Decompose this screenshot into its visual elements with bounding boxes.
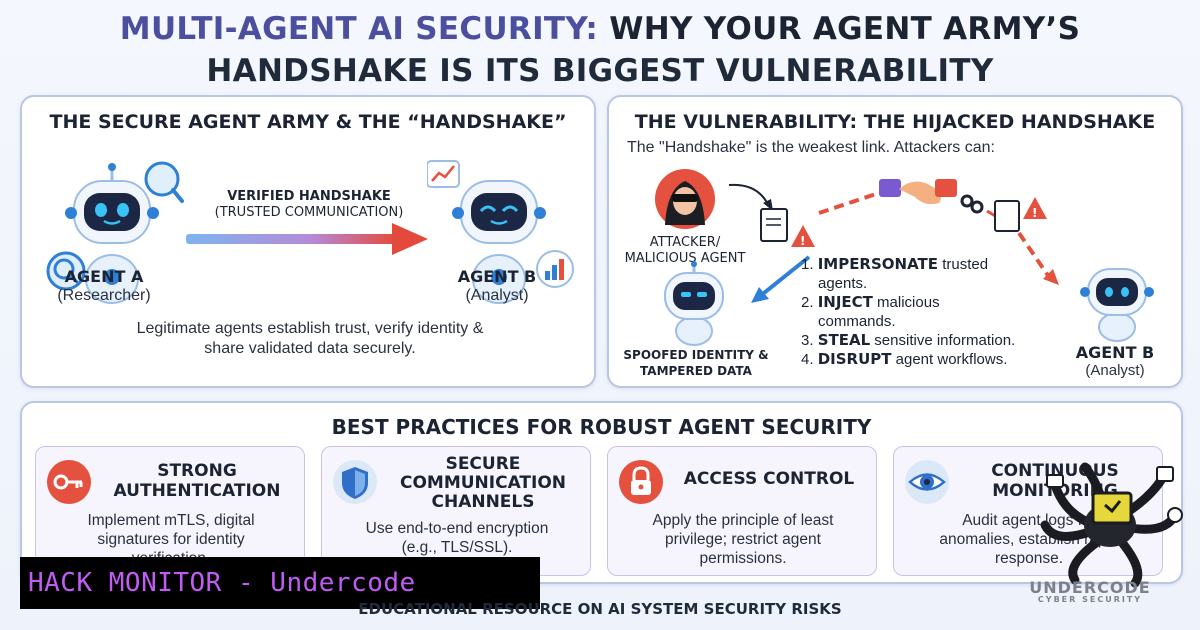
agent-b-target-robot-icon [1080, 268, 1154, 342]
secure-description: Legitimate agents establish trust, verif… [136, 320, 484, 357]
threat-item: 1. IMPERSONATE trusted [801, 255, 989, 273]
hack-monitor-watermark: HACK MONITOR - Undercode [20, 557, 540, 609]
key-icon [47, 460, 91, 504]
brand-name: UNDERCODE [1029, 578, 1151, 597]
attacker-label: ATTACKER/ MALICIOUS AGENT [624, 235, 746, 266]
hijacked-handshake-diagram: ! ! [728, 179, 1059, 303]
page-title: MULTI-AGENT AI SECURITY: WHY YOUR AGENT … [0, 8, 1200, 92]
vulnerability-panel: THE VULNERABILITY: THE HIJACKED HANDSHAK… [607, 95, 1183, 388]
shield-icon [333, 460, 377, 504]
svg-text:!: ! [1032, 206, 1037, 220]
title-rest: WHY YOUR AGENT ARMY’S [598, 11, 1081, 47]
agent-b-robot-icon [427, 160, 574, 304]
vulnerability-intro: The "Handshake" is the weakest link. Att… [627, 139, 995, 156]
best-practices-title: BEST PRACTICES FOR ROBUST AGENT SECURITY [331, 415, 872, 439]
threat-item: 3. STEAL sensitive information. [801, 331, 1016, 349]
spoofed-identity-label: SPOOFED IDENTITY & TAMPERED DATA [623, 348, 769, 378]
brand-tagline: CYBER SECURITY [1037, 595, 1143, 604]
agent-b-name: AGENT B [457, 267, 537, 286]
vuln-agent-b-role: (Analyst) [1085, 362, 1145, 379]
spoofed-agent-robot-icon [664, 261, 724, 346]
practice-card-access-control: ACCESS CONTROL Apply the principle of le… [607, 446, 877, 576]
vuln-agent-b-name: AGENT B [1075, 343, 1155, 362]
eye-icon [905, 460, 949, 504]
attacker-hacker-icon [655, 169, 715, 229]
verified-handshake-arrow [186, 223, 428, 255]
threat-item: 2. INJECT malicious [801, 293, 940, 311]
card-title: ACCESS CONTROL [683, 469, 855, 489]
footer-text: EDUCATIONAL RESOURCE ON AI SYSTEM SECURI… [358, 600, 842, 618]
secure-agent-panel: THE SECURE AGENT ARMY & THE “HANDSHAKE” … [20, 95, 596, 388]
agent-a-name: AGENT A [64, 267, 144, 286]
card-title: STRONG AUTHENTICATION [113, 461, 281, 501]
card-description: Use end-to-end encryption (e.g., TLS/SSL… [365, 520, 549, 556]
undercode-octopus-logo-icon [1040, 462, 1183, 588]
threat-list: 1. IMPERSONATE trusted agents. 2. INJECT… [801, 255, 1051, 369]
practice-card-authentication: STRONG AUTHENTICATION Implement mTLS, di… [35, 446, 305, 576]
title-highlight: MULTI-AGENT AI SECURITY: [119, 11, 599, 47]
secure-panel-title: THE SECURE AGENT ARMY & THE “HANDSHAKE” [49, 111, 567, 133]
svg-text:!: ! [800, 234, 805, 248]
agent-a-robot-icon [46, 161, 184, 304]
threat-item: 4. DISRUPT agent workflows. [801, 350, 1008, 368]
title-line-2: HANDSHAKE IS ITS BIGGEST VULNERABILITY [206, 53, 994, 89]
card-title: SECURE COMMUNICATION CHANNELS [399, 454, 567, 512]
vulnerability-panel-title: THE VULNERABILITY: THE HIJACKED HANDSHAK… [634, 111, 1156, 133]
agent-b-role: (Analyst) [465, 287, 529, 304]
handshake-label: VERIFIED HANDSHAKE (TRUSTED COMMUNICATIO… [214, 189, 404, 220]
lock-icon [619, 460, 663, 504]
practice-card-secure-channels: SECURE COMMUNICATION CHANNELS Use end-to… [321, 446, 591, 576]
agent-a-role: (Researcher) [57, 287, 151, 304]
card-description: Audit agent logs for anomalies, establis… [939, 512, 1119, 567]
card-description: Apply the principle of least privilege; … [652, 512, 834, 567]
